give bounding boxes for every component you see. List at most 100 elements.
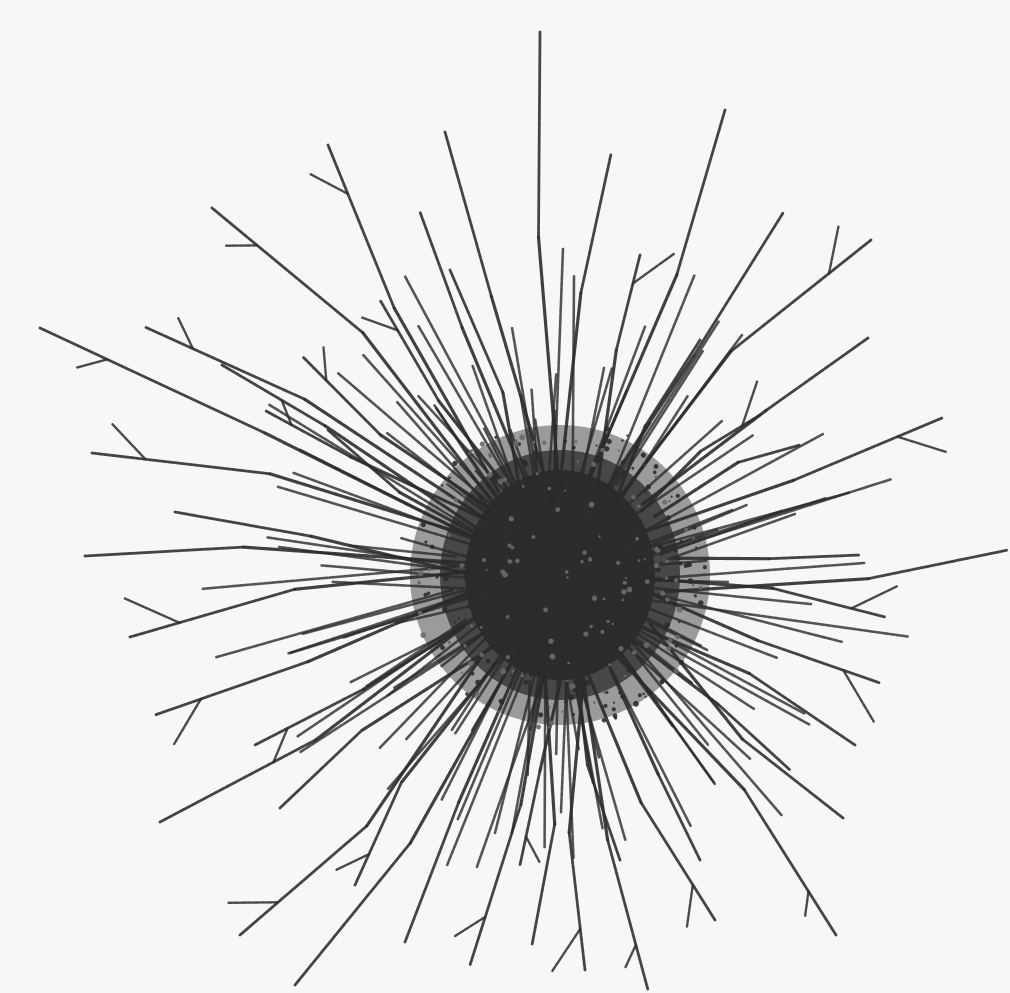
core-speckle [587,516,593,522]
core-speckle [666,515,671,520]
core-speckle [527,634,529,636]
core-speckle [621,460,626,465]
core-speckle [468,604,473,609]
core-speckle [573,572,576,575]
core-speckle [590,484,593,487]
core-speckle [593,556,595,558]
core-speckle [646,585,649,588]
core-speckle [463,644,467,648]
core-speckle [613,713,618,718]
core-speckle [490,632,493,635]
core-speckle [480,517,486,523]
core-speckle [602,718,606,722]
core-speckle [447,534,450,537]
core-speckle [514,578,520,584]
core-speckle [593,657,599,663]
core-speckle [465,692,468,695]
core-speckle [574,597,578,601]
core-speckle [509,516,514,521]
core-speckle [638,559,640,561]
core-speckle [450,589,452,591]
core-speckle [590,629,595,634]
core-speckle [552,521,557,526]
core-speckle [521,573,524,576]
core-speckle [609,508,611,510]
core-speckle [644,642,650,648]
core-speckle [654,464,659,469]
core-speckle [499,699,504,704]
core-speckle [564,490,566,492]
core-speckle [448,477,451,480]
core-speckle [661,678,664,681]
core-speckle [500,669,506,675]
core-speckle [642,573,647,578]
core-speckle [692,584,695,587]
core-speckle [599,445,603,449]
core-speckle [457,617,460,620]
core-speckle [684,528,688,532]
core-speckle [631,467,634,470]
core-speckle [572,713,575,716]
core-speckle [635,537,639,541]
core-speckle [608,663,611,666]
core-speckle [627,669,631,673]
core-speckle [544,581,548,585]
core-speckle [645,465,647,467]
core-speckle [598,623,600,625]
core-speckle [648,560,653,565]
core-speckle [441,484,443,486]
core-speckle [549,706,551,708]
core-speckle [554,566,558,570]
core-speckle [658,544,663,549]
core-speckle [572,494,574,496]
core-speckle [574,496,576,498]
core-speckle [600,630,604,634]
core-speckle [507,511,511,515]
core-speckle [438,654,441,657]
core-speckle [578,556,581,559]
core-speckle [600,622,605,627]
core-speckle [428,568,431,571]
core-speckle [488,453,493,458]
ray-segment [539,32,541,237]
core-speckle [489,563,495,569]
core-speckle [586,650,592,656]
core-speckle [532,441,535,444]
core-speckle [677,557,681,561]
core-speckle [598,483,602,487]
core-speckle [577,520,580,523]
core-speckle [536,567,539,570]
core-speckle [524,591,526,593]
core-speckle [635,621,638,624]
core-speckle [604,426,609,431]
core-speckle [679,660,684,665]
core-speckle [671,496,673,498]
core-speckle [515,512,521,518]
core-speckle [500,569,505,574]
core-speckle [666,560,669,563]
core-speckle [561,480,566,485]
core-speckle [698,600,704,606]
core-speckle [646,484,651,489]
core-speckle [468,639,471,642]
core-speckle [513,601,516,604]
core-speckle [561,675,564,678]
core-speckle [430,545,435,550]
core-speckle [487,472,492,477]
core-speckle [632,650,636,654]
core-speckle [632,642,636,646]
core-speckle [584,680,590,686]
core-speckle [500,649,502,651]
core-speckle [417,581,421,585]
core-speckle [558,624,560,626]
core-speckle [513,542,516,545]
ray-segment [229,902,279,903]
core-speckle [678,621,680,623]
core-speckle [563,553,568,558]
core-speckle [440,645,445,650]
core-speckle [465,579,468,582]
core-speckle [572,446,576,450]
core-speckle [522,485,525,488]
core-speckle [589,502,595,508]
core-speckle [536,725,541,730]
